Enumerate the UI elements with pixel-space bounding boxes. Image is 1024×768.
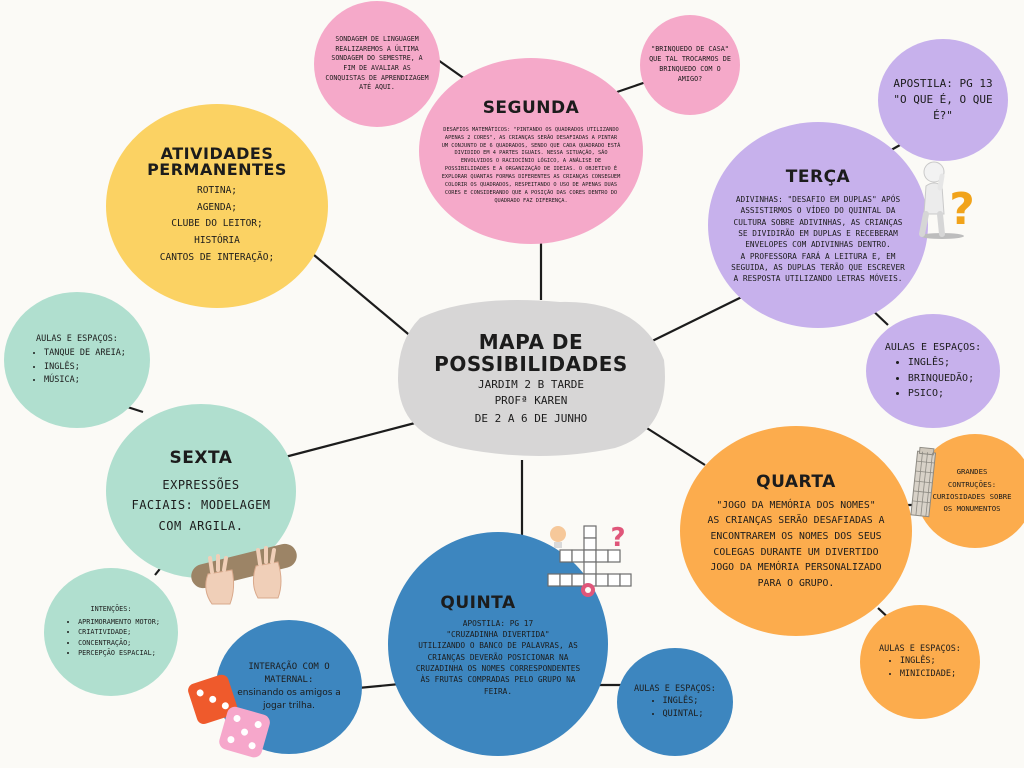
center-sub-1: JARDIM 2 B TARDE xyxy=(478,378,584,392)
clay-hands-icon xyxy=(191,543,297,605)
center-title-2: POSSIBILIDADES xyxy=(434,352,628,377)
aulas-quarta-bubble: AULAS E ESPAÇOS: INGLÊS; MINICIDADE; xyxy=(860,605,980,719)
quarta-text-1: "JOGO DA MEMÓRIA DOS NOMES" xyxy=(716,500,876,512)
quarta-text-2: AS CRIANÇAS SERÃO DESAFIADAS A ENCONTRAR… xyxy=(707,515,885,589)
apostila13-bubble: APOSTILA: PG 13 "O QUE É, O QUE É?" xyxy=(878,39,1008,161)
aulas-terca-item: INGLÊS; xyxy=(908,355,974,371)
aulas-sexta-item: TANQUE DE AREIA; xyxy=(44,347,126,360)
atividades-title-1: ATIVIDADES xyxy=(160,143,274,163)
aulas-quinta-bubble: AULAS E ESPAÇOS: INGLÊS; QUINTAL; xyxy=(617,648,733,756)
aulas-quinta-title: AULAS E ESPAÇOS: xyxy=(634,683,716,694)
aulas-sexta-list: TANQUE DE AREIA; INGLÊS; MÚSICA; xyxy=(28,347,126,387)
sexta-text: EXPRESSÕES FACIAIS: MODELAGEM COM ARGILA… xyxy=(131,477,271,533)
aulas-quinta-item: QUINTAL; xyxy=(663,708,704,721)
grandes-text: GRANDES CONTRUÇÕES: CURIOSIDADES SOBRE O… xyxy=(932,467,1012,514)
aulas-terca-bubble: AULAS E ESPAÇOS: INGLÊS; BRINQUEDÃO; PSI… xyxy=(866,314,1000,428)
atividades-item: AGENDA; xyxy=(196,201,238,213)
terca-text-1: ADIVINHAS: "DESAFIO EM DUPLAS" APÓS ASSI… xyxy=(733,195,903,250)
aulas-sexta-item: INGLÊS; xyxy=(44,361,126,374)
crossword-icon: ? xyxy=(547,523,632,597)
tower-of-pisa-icon xyxy=(910,446,937,518)
interacao-text-2: ensinando os amigos a jogar trilha. xyxy=(237,688,341,712)
atividades-bubble: ATIVIDADES PERMANENTES ROTINA; AGENDA; C… xyxy=(106,104,328,308)
center-sub-2: PROFª KAREN xyxy=(494,394,568,408)
aulas-quarta-item: MINICIDADE; xyxy=(900,668,956,681)
sondagem-bubble: SONDAGEM DE LINGUAGEM REALIZAREMOS A ÚLT… xyxy=(314,1,440,127)
svg-text:?: ? xyxy=(949,184,975,235)
thinking-figure-icon: ? xyxy=(919,161,975,239)
terca-title: TERÇA xyxy=(785,167,851,188)
brinquedo-bubble: "BRINQUEDO DE CASA" QUE TAL TROCARMOS DE… xyxy=(640,15,740,115)
aulas-quarta-title: AULAS E ESPAÇOS: xyxy=(879,643,961,654)
terca-bubble: TERÇA ADIVINHAS: "DESAFIO EM DUPLAS" APÓ… xyxy=(708,122,928,328)
intencoes-item: PERCEPÇÃO ESPACIAL; xyxy=(78,648,160,659)
aulas-terca-item: BRINQUEDÃO; xyxy=(908,371,974,387)
intencoes-title: INTENÇÕES: xyxy=(90,605,132,614)
aulas-quinta-list: INGLÊS; QUINTAL; xyxy=(647,695,704,721)
quinta-text-1: APOSTILA: PG 17 xyxy=(462,618,534,628)
center-sub-3: DE 2 A 6 DE JUNHO xyxy=(474,411,588,425)
center-node: MAPA DE POSSIBILIDADES JARDIM 2 B TARDE … xyxy=(402,304,660,454)
segunda-title: SEGUNDA xyxy=(482,97,580,118)
quinta-text-2: "CRUZADINHA DIVERTIDA" xyxy=(446,630,550,640)
dice-icon xyxy=(188,674,270,758)
aulas-quinta-item: INGLÊS; xyxy=(663,695,704,708)
segunda-text: DESAFIOS MATEMÁTICOS: "PINTANDO OS QUADR… xyxy=(441,126,621,205)
intencoes-item: CRIATIVIDADE; xyxy=(78,627,160,638)
interacao-text-1: INTERAÇÃO COM O MATERNAL: xyxy=(248,661,330,685)
quarta-title: QUARTA xyxy=(756,472,836,493)
segunda-bubble: SEGUNDA DESAFIOS MATEMÁTICOS: "PINTANDO … xyxy=(419,58,643,244)
atividades-item: HISTÓRIA xyxy=(194,235,240,247)
quinta-text-3: UTILIZANDO O BANCO DE PALAVRAS, AS CRIAN… xyxy=(415,641,581,696)
aulas-terca-list: INGLÊS; BRINQUEDÃO; PSICO; xyxy=(892,355,974,402)
aulas-sexta-title: AULAS E ESPAÇOS: xyxy=(36,334,118,345)
svg-text:?: ? xyxy=(610,523,625,553)
quinta-bubble: QUINTA APOSTILA: PG 17 "CRUZADINHA DIVER… xyxy=(388,532,608,756)
aulas-terca-item: PSICO; xyxy=(908,386,974,402)
apostila13-line1: APOSTILA: PG 13 xyxy=(893,77,993,91)
brinquedo-text: QUE TAL TROCARMOS DE BRINQUEDO COM O AMI… xyxy=(649,55,731,83)
apostila13-line2: "O QUE É, O QUE É?" xyxy=(893,93,993,122)
intencoes-item: APRIMORAMENTO MOTOR; xyxy=(78,617,160,628)
atividades-item: CANTOS DE INTERAÇÃO; xyxy=(159,251,275,263)
atividades-title-2: PERMANENTES xyxy=(147,160,287,180)
intencoes-list: APRIMORAMENTO MOTOR; CRIATIVIDADE; CONCE… xyxy=(62,617,160,659)
terca-text-2: A PROFESSORA FARÁ A LEITURA E, EM SEGUID… xyxy=(731,251,905,284)
quinta-title: QUINTA xyxy=(440,593,516,614)
aulas-quarta-item: INGLÊS; xyxy=(900,655,956,668)
atividades-item: CLUBE DO LEITOR; xyxy=(171,218,263,230)
brinquedo-title: "BRINQUEDO DE CASA" xyxy=(651,45,729,54)
atividades-item: ROTINA; xyxy=(196,185,238,197)
sondagem-text: SONDAGEM DE LINGUAGEM REALIZAREMOS A ÚLT… xyxy=(325,35,429,92)
center-title-1: MAPA DE xyxy=(478,330,584,355)
quarta-bubble: QUARTA "JOGO DA MEMÓRIA DOS NOMES" AS CR… xyxy=(680,426,912,636)
sexta-title: SEXTA xyxy=(169,448,233,469)
aulas-sexta-item: MÚSICA; xyxy=(44,374,126,387)
intencoes-bubble: INTENÇÕES: APRIMORAMENTO MOTOR; CRIATIVI… xyxy=(44,568,178,696)
aulas-sexta-bubble: AULAS E ESPAÇOS: TANQUE DE AREIA; INGLÊS… xyxy=(4,292,150,428)
aulas-terca-title: AULAS E ESPAÇOS: xyxy=(884,341,982,353)
intencoes-item: CONCENTRAÇÃO; xyxy=(78,638,160,649)
aulas-quarta-list: INGLÊS; MINICIDADE; xyxy=(884,655,956,681)
